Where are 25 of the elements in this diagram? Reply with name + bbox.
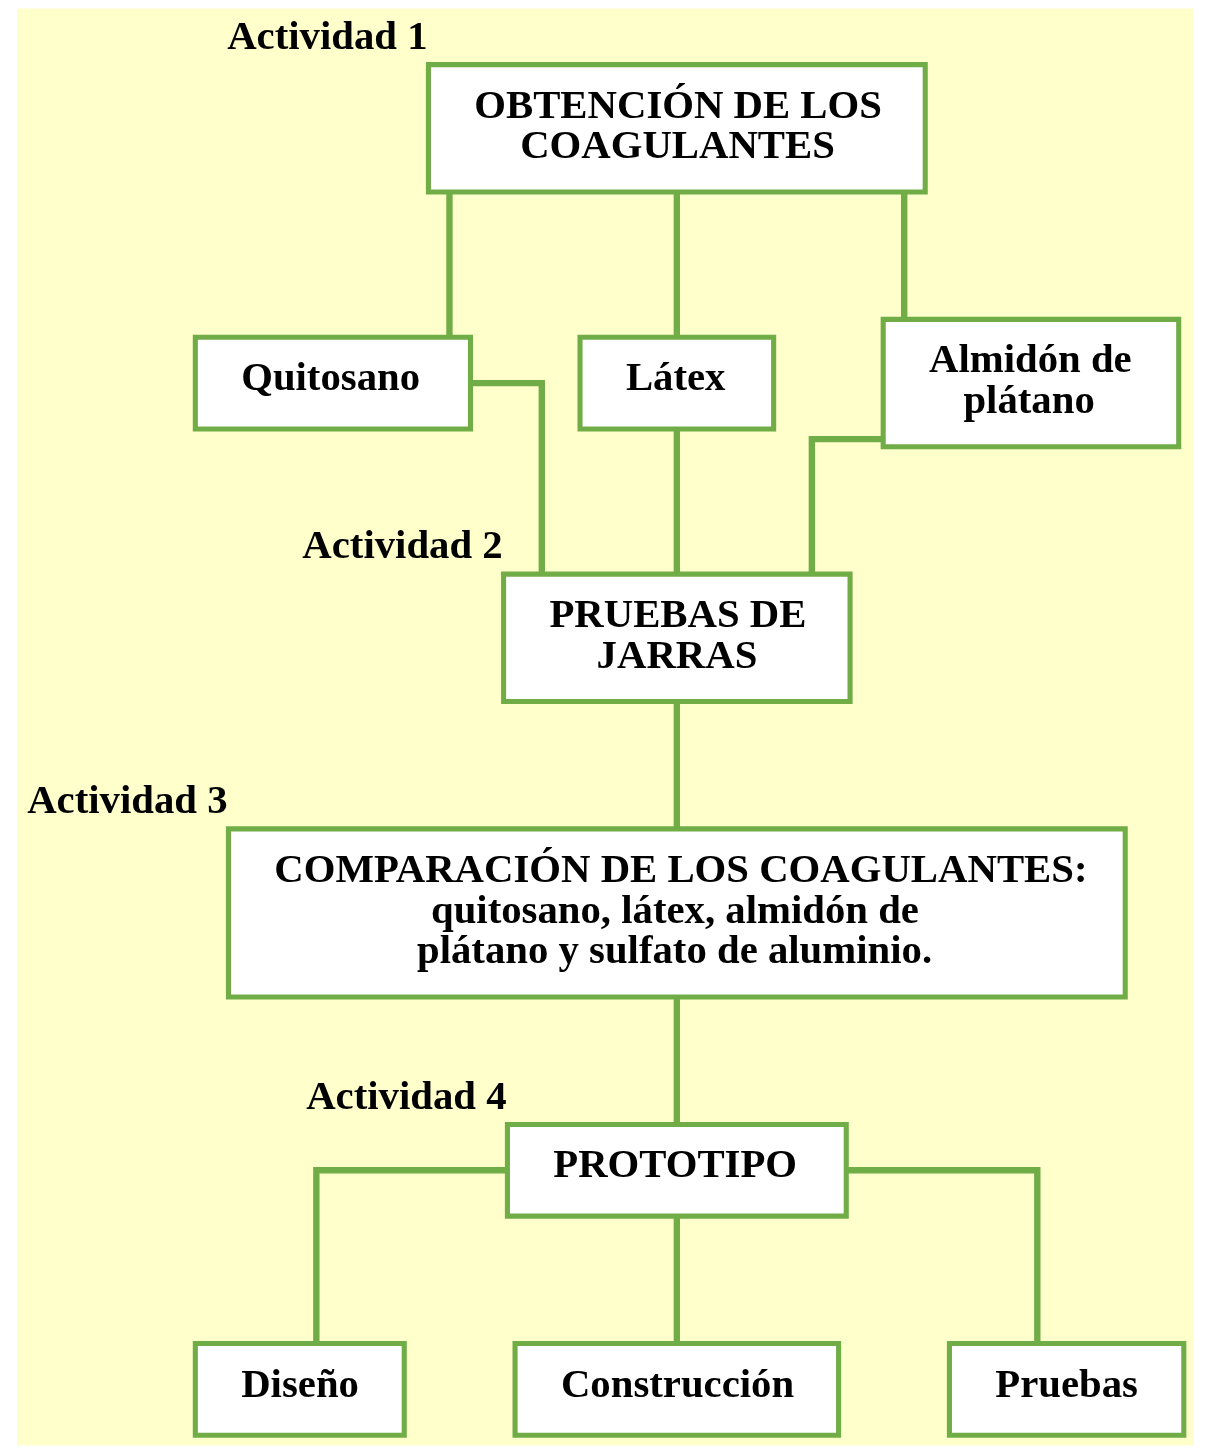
node-box: Almidón de plátano [880,316,1182,450]
connector [673,429,680,575]
connector [673,701,680,829]
node-box: PROTOTIPO [504,1121,849,1219]
node-label: Actividad 4 [306,1072,507,1118]
connector [673,1216,680,1343]
connector [673,192,680,337]
node-box: PRUEBAS DE JARRAS [501,571,853,705]
node-label: Actividad 2 [302,522,503,568]
node-box: COMPARACIÓN DE LOS COAGULANTES: quitosano, látex, almidón de plátano y sulfato de aluminio. [225,826,1128,1000]
node-box: Látex [577,334,777,432]
node-box: Pruebas [946,1340,1187,1438]
connector [846,1167,1041,1343]
connector [673,997,680,1125]
connector [313,1167,508,1343]
node-box: Diseño [192,1340,407,1438]
connector [471,379,545,574]
node-label: Actividad 1 [227,12,428,58]
node-label: Actividad 3 [27,777,228,823]
connector [901,192,908,319]
node-box: Construcción [512,1340,842,1438]
connector [808,435,883,574]
node-box: Quitosano [192,334,474,432]
connector [446,192,453,337]
node-box: OBTENCIÓN DE LOS COAGULANTES [425,62,928,195]
